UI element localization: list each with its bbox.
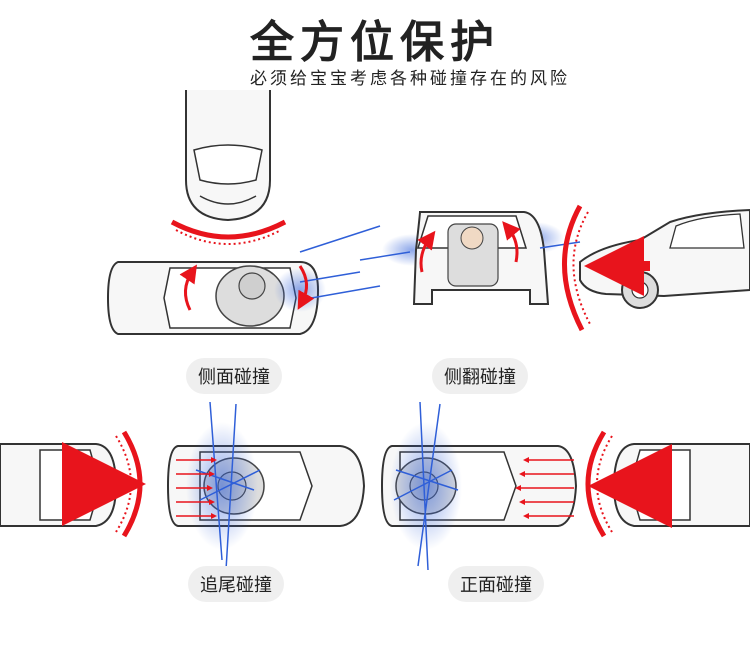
label-frontal-impact: 正面碰撞: [460, 575, 532, 596]
impacting-car-side-view: [579, 208, 750, 309]
side-car: [106, 261, 320, 335]
label-rear-impact: 追尾碰撞: [200, 575, 272, 596]
page-title: 全方位保护: [250, 17, 500, 68]
impact-arc-top: [170, 219, 287, 240]
rear-impact-scene: [0, 401, 366, 571]
frontal-impact-scene: [380, 401, 750, 571]
page-subtitle: 必须给宝宝考虑各种碰撞存在的风险: [250, 69, 570, 89]
impact-arc-right: [562, 204, 585, 332]
oncoming-car-top: [185, 90, 271, 222]
label-side-impact: 侧面碰撞: [198, 367, 270, 388]
side-impact-scene: [106, 90, 381, 335]
oncoming-car-front: [588, 443, 750, 528]
rear-car: [0, 442, 146, 527]
front-force-arrows: [515, 457, 574, 519]
impact-arc-rear: [121, 430, 143, 538]
rollover-scene: [359, 211, 581, 305]
rear-force-arrows: [176, 457, 217, 519]
label-rollover: 侧翻碰撞: [444, 367, 516, 388]
